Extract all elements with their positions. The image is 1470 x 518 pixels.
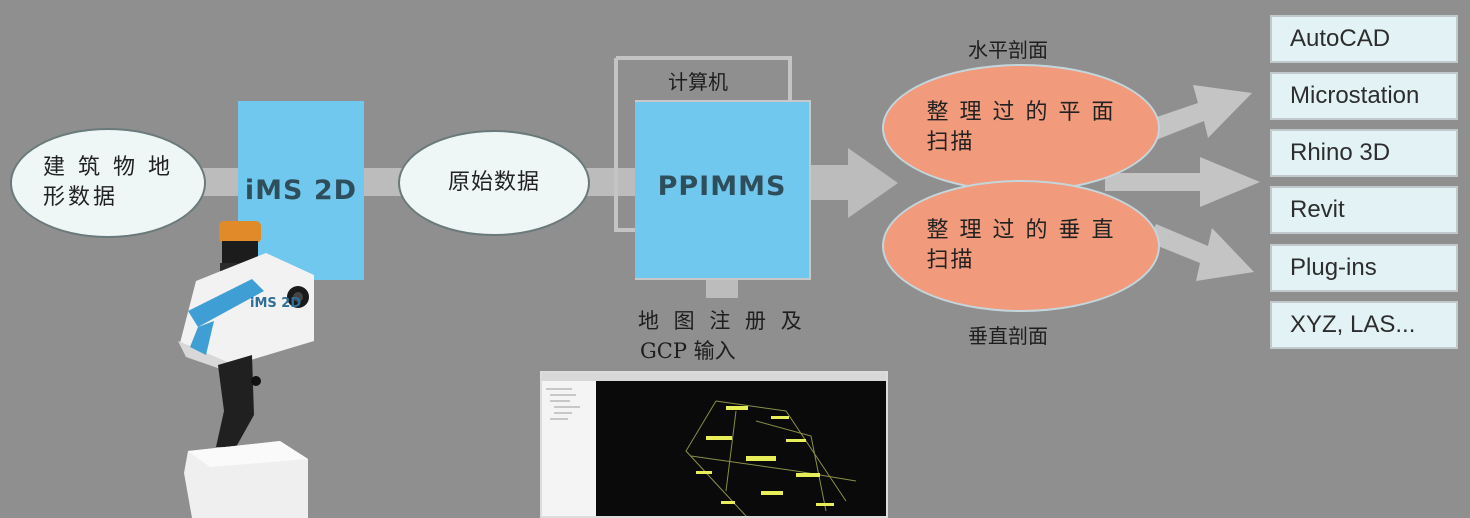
cleaned-vertical-scan-ellipse: 整 理 过 的 垂 直 扫描	[882, 180, 1160, 312]
software-screenshot	[540, 371, 888, 518]
output-plugins: Plug-ins	[1270, 244, 1458, 292]
arrow-ppimms-to-scans	[810, 148, 898, 218]
point-cloud-view	[685, 400, 857, 516]
ims2d-box: iMS 2D	[238, 101, 364, 280]
screenshot-tree-panel	[542, 381, 596, 516]
building-terrain-label: 建 筑 物 地 形数据	[43, 155, 173, 210]
computer-outline	[614, 56, 792, 232]
connector-raw-to-ppimms	[585, 168, 637, 196]
computer-label: 计算机	[668, 70, 728, 94]
device-logo-text: iMS 2D	[250, 296, 301, 311]
cleaned-plane-scan-ellipse: 整 理 过 的 平 面 扫描	[882, 64, 1160, 192]
cleaned-plane-scan-label: 整 理 过 的 平 面 扫描	[926, 100, 1116, 155]
ppimms-box: PPIMMS	[635, 100, 811, 280]
map-registration-label-2: GCP 输入	[640, 339, 736, 363]
output-microstation: Microstation	[1270, 72, 1458, 120]
arrow-lower-output	[1148, 224, 1254, 281]
raw-data-ellipse: 原始数据	[398, 130, 590, 236]
building-terrain-ellipse: 建 筑 物 地 形数据	[10, 128, 206, 238]
screenshot-tree-lines	[546, 388, 580, 420]
output-rhino3d: Rhino 3D	[1270, 129, 1458, 177]
cleaned-vertical-scan-label: 整 理 过 的 垂 直 扫描	[926, 218, 1116, 273]
ppimms-label: PPIMMS	[657, 170, 787, 202]
ims2d-label: iMS 2D	[244, 175, 358, 206]
screenshot-titlebar	[542, 373, 886, 381]
vertical-section-label: 垂直剖面	[968, 324, 1048, 348]
output-xyz-las: XYZ, LAS...	[1270, 301, 1458, 349]
connector-ellipse-to-ims	[200, 168, 242, 196]
horizontal-section-label: 水平剖面	[968, 38, 1048, 62]
connector-ims-to-raw	[360, 168, 402, 196]
output-revit: Revit	[1270, 186, 1458, 234]
scanner-device-image: iMS 2D	[178, 221, 314, 518]
arrow-upper-output	[1148, 85, 1252, 140]
raw-data-label: 原始数据	[447, 170, 540, 195]
map-registration-label-1: 地 图 注 册 及	[638, 309, 806, 333]
arrow-middle-output	[1105, 157, 1260, 207]
output-autocad: AutoCAD	[1270, 15, 1458, 63]
